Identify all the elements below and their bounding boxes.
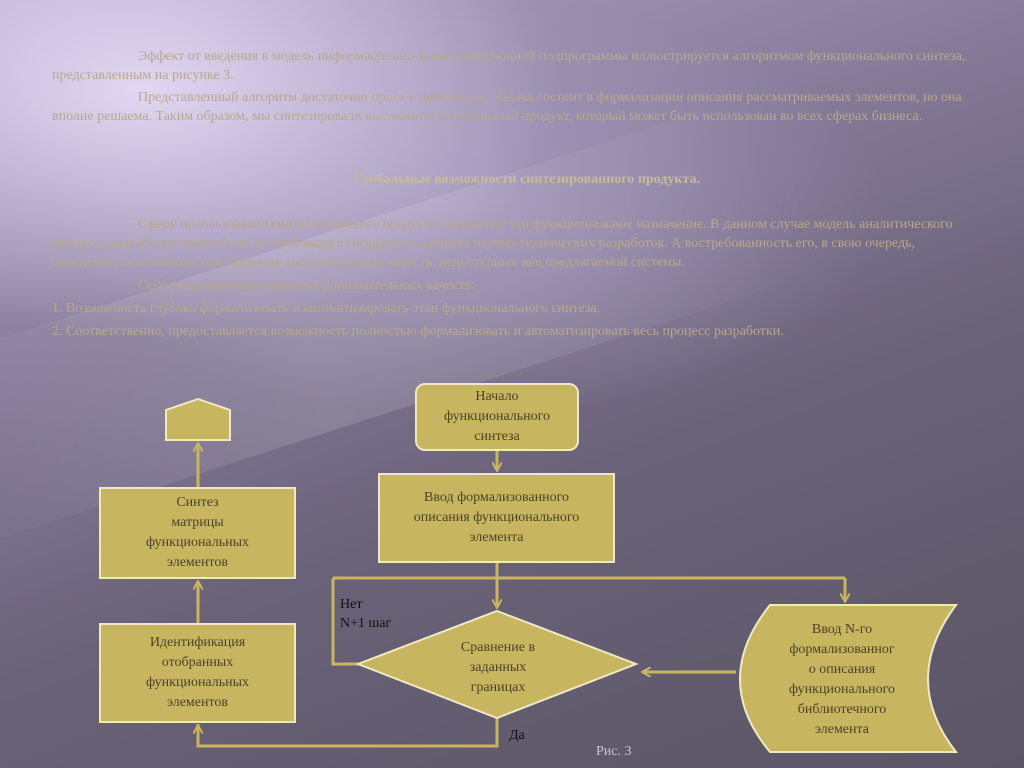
start-node-line: функционального xyxy=(443,409,551,424)
end-terminal-shape xyxy=(165,397,231,441)
label-no: Нет xyxy=(340,597,363,612)
intro-text: Эффект от введения в модель информационн… xyxy=(52,47,987,126)
nth-input-line: формализованног xyxy=(789,642,895,657)
compare-node-line: заданных xyxy=(469,660,527,675)
compare-node-text: Сравнение в заданных границах xyxy=(425,638,571,698)
synthesis-node-line: элементов xyxy=(166,555,229,570)
identification-node-line: Идентификация xyxy=(149,635,246,650)
compare-diamond-shape xyxy=(355,609,639,720)
compare-node-line: Сравнение в xyxy=(460,640,536,655)
nth-input-line: о описания xyxy=(808,662,876,677)
identification-node: Идентификация отобранных функциональных … xyxy=(99,623,296,723)
label-yes: Да xyxy=(509,728,525,743)
input-node-line: элемента xyxy=(469,530,524,545)
synthesis-node-line: Синтез xyxy=(176,495,219,510)
nth-input-node-text: Ввод N-го формализованног о описания фун… xyxy=(768,620,916,740)
intro-paragraph-2: Представленный алгоритм достаточно прост… xyxy=(52,90,962,124)
label-next-step: N+1 шаг xyxy=(340,616,392,631)
identification-node-line: функциональных xyxy=(145,675,250,690)
compare-node-line: границах xyxy=(470,680,526,695)
synthesis-node: Синтез матрицы функциональных элементов xyxy=(99,487,296,579)
list-item-2: 2. Соответственно, предоставляется возмо… xyxy=(52,324,784,339)
nth-input-line: функционального xyxy=(788,682,896,697)
nth-input-line: Ввод N-го xyxy=(811,622,873,637)
identification-node-line: отобранных xyxy=(161,655,234,670)
input-node-line: Ввод формализованного xyxy=(424,490,569,505)
input-node-line: описания функционального xyxy=(413,510,580,525)
figure-caption: Рис. 3 xyxy=(596,744,632,759)
list-item-1: 1. Возможность глубоко формализовать и а… xyxy=(52,301,601,316)
intro-paragraph-1: Эффект от введения в модель информационн… xyxy=(52,49,966,83)
nth-input-line: элемента xyxy=(814,722,870,737)
body-text: Сферу использования синтезированного про… xyxy=(52,215,987,341)
input-description-node: Ввод формализованного описания функциона… xyxy=(378,473,615,563)
nth-input-storage-shape xyxy=(739,604,959,753)
start-node-line: синтеза xyxy=(474,429,520,444)
section-heading: Глобальные возможности синтезированного … xyxy=(354,172,700,187)
nth-input-line: библиотечного xyxy=(797,702,887,717)
body-paragraph-3: Сферу использования синтезированного про… xyxy=(52,217,953,270)
identification-node-line: элементов xyxy=(166,695,229,710)
line-no-loop xyxy=(331,578,360,666)
start-node: Начало функционального синтеза xyxy=(415,383,579,451)
synthesis-node-line: функциональных xyxy=(145,535,250,550)
body-paragraph-4: Особо выделим весь комплекс дополнительн… xyxy=(138,278,476,293)
synthesis-node-line: матрицы xyxy=(171,515,224,530)
line-yes-path xyxy=(196,718,499,748)
start-node-line: Начало xyxy=(475,389,519,404)
